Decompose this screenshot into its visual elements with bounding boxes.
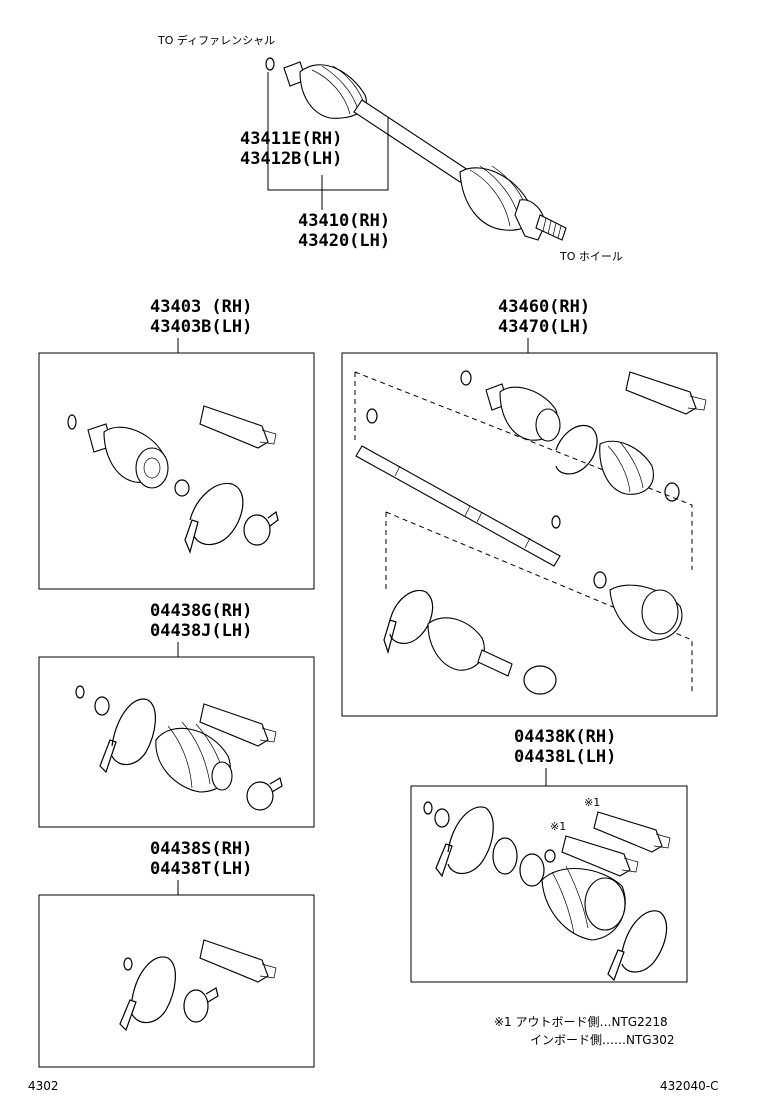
label-to-wheel: TO ホイール	[559, 250, 623, 263]
kit-box-boot-inboard	[38, 656, 315, 828]
snap-ring-top	[265, 57, 275, 71]
pn-inboard-joint-rh: 43403 (RH)	[150, 297, 252, 317]
page-number-left: 4302	[28, 1079, 59, 1093]
grease-tube-icon-6	[199, 939, 269, 983]
mark-note-2: ※1	[550, 820, 566, 833]
kit-box-shaft-assembly	[341, 352, 718, 717]
grease-tube-icon-2	[625, 371, 697, 415]
kit-box-clamp	[38, 894, 315, 1068]
kit-box-inboard-joint	[38, 352, 315, 590]
boot-clamp-large-icon	[189, 482, 244, 546]
boot-inboard-parts	[75, 685, 283, 811]
pn-shaft-assembly-lh: 43470(LH)	[498, 317, 590, 337]
axle-shaft	[353, 99, 469, 183]
pn-shaft-lh: 43412B(LH)	[240, 149, 342, 169]
boot-outboard-parts: ※1 ※1	[423, 796, 671, 982]
snap-ring-icon	[67, 414, 77, 430]
pn-assy-lh: 43420(LH)	[298, 231, 390, 251]
grease-note-inboard: インボード側……NTG302	[530, 1033, 675, 1047]
label-to-differential: TO ディファレンシャル	[157, 33, 275, 47]
page-number-right: 432040-C	[660, 1079, 719, 1093]
outboard-joint-icon	[427, 617, 485, 671]
pn-inboard-joint-lh: 43403B(LH)	[150, 317, 252, 337]
circlip-icon	[174, 479, 190, 497]
pn-shaft-assembly-rh: 43460(RH)	[498, 297, 590, 317]
clamp-parts	[119, 939, 277, 1032]
grease-tube-icon	[199, 405, 269, 449]
grease-tube-icon-4	[593, 811, 663, 853]
pn-boot-outboard-lh: 04438L(LH)	[514, 747, 616, 767]
inboard-joint-parts	[67, 405, 279, 554]
shaft-icon	[355, 445, 561, 567]
pn-boot-outboard-rh: 04438K(RH)	[514, 727, 616, 747]
pn-assy-rh: 43410(RH)	[298, 211, 390, 231]
shaft-assembly-parts	[354, 370, 707, 695]
boot-clamp-small-icon	[243, 514, 271, 546]
outer-joint	[514, 199, 546, 241]
driveshaft-assembly-illustration: TO ディファレンシャル TO ホイール	[157, 33, 623, 263]
pn-boot-inboard-lh: 04438J(LH)	[150, 621, 252, 641]
grease-tube-icon-3	[199, 703, 269, 747]
pn-clamp-rh: 04438S(RH)	[150, 839, 252, 859]
mark-note-1: ※1	[584, 796, 600, 809]
leader-top	[267, 72, 389, 191]
inboard-boot-icon	[599, 440, 654, 495]
pn-clamp-lh: 04438T(LH)	[150, 859, 252, 879]
pn-boot-inboard-rh: 04438G(RH)	[150, 601, 252, 621]
grease-note-outboard: ※1 アウトボード側…NTG2218	[494, 1015, 668, 1029]
grease-tube-icon-5	[561, 835, 631, 877]
pn-shaft-rh: 43411E(RH)	[240, 129, 342, 149]
outer-spline	[535, 214, 567, 241]
kit-box-boot-outboard	[410, 785, 688, 983]
